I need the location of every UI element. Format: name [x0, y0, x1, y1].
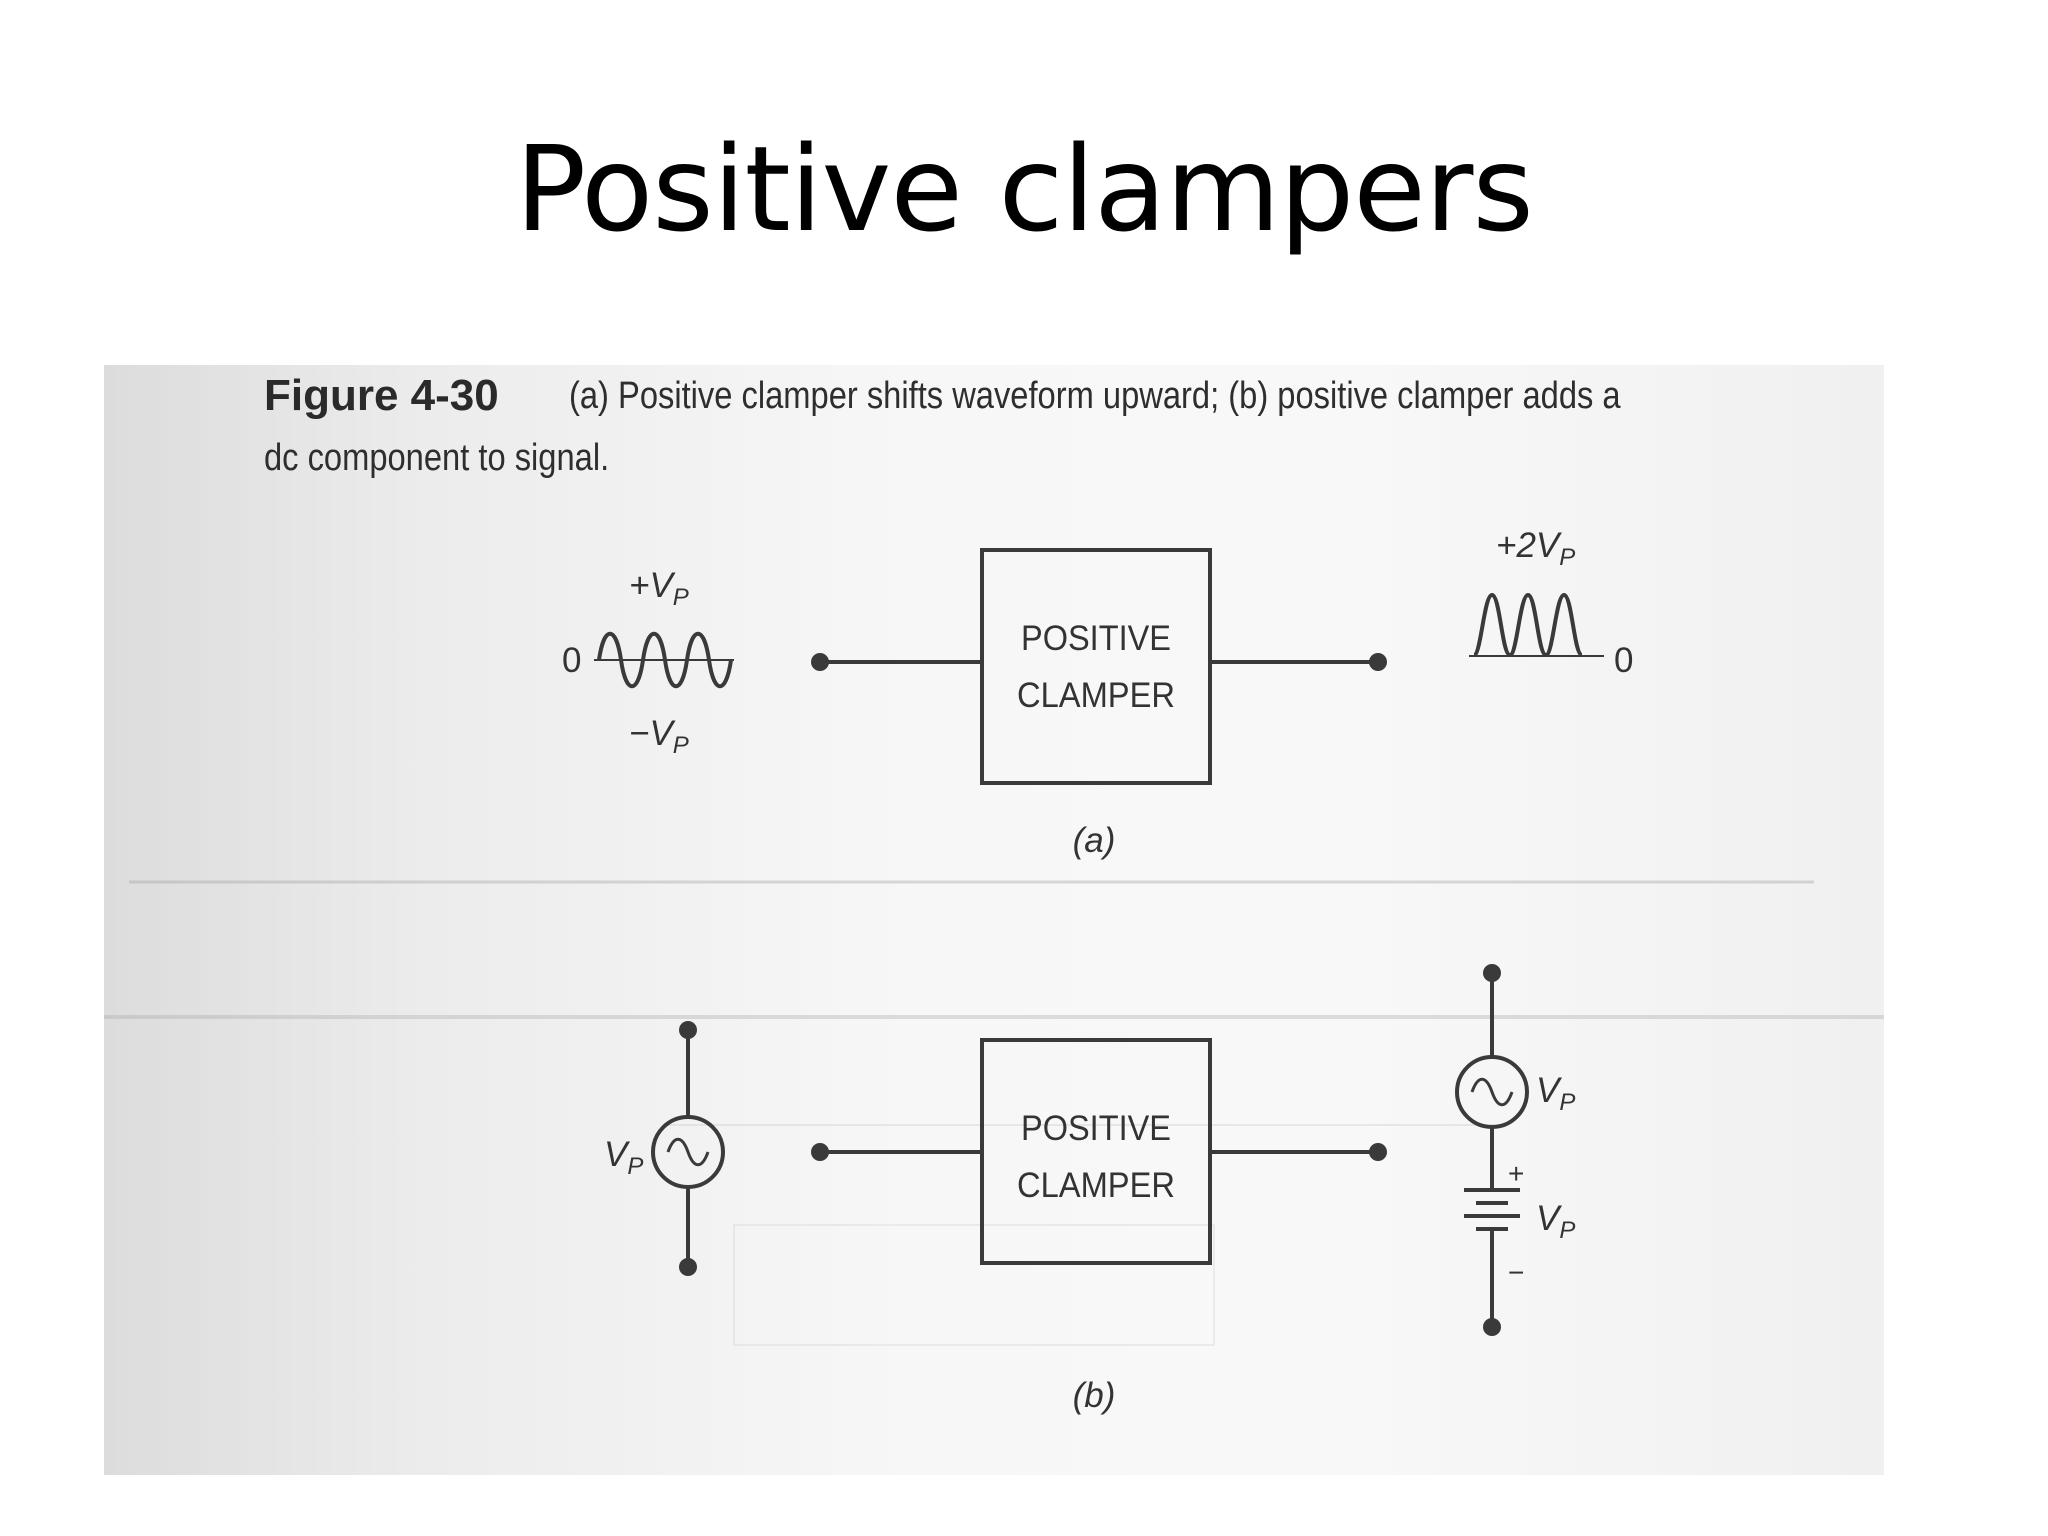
- output-peak-label: +2VP: [1496, 526, 1575, 571]
- sine-icon: [666, 1137, 710, 1167]
- dc-battery: [1464, 1188, 1520, 1231]
- input-terminal-a: [811, 653, 829, 671]
- input-zero-label: 0: [562, 641, 581, 680]
- ac-source-label: VP: [1536, 1071, 1575, 1116]
- input-trough-label: −VP: [629, 714, 689, 759]
- sine-icon: [1470, 1077, 1514, 1107]
- input-peak-label: +VP: [629, 566, 689, 611]
- panel-a-caption: (a): [1073, 821, 1116, 860]
- block-a-line2: CLAMPER: [1017, 676, 1175, 715]
- output-terminal-a: [1369, 653, 1387, 671]
- clamper-block-a: [980, 548, 1212, 785]
- input-terminal-b: [811, 1143, 829, 1161]
- left-source-label: VP: [604, 1135, 643, 1180]
- slide-title: Positive clampers: [515, 120, 1534, 258]
- block-b-line1: POSITIVE: [1021, 1109, 1171, 1148]
- clamper-diagram: POSITIVE CLAMPER +VP −VP 0 +2VP 0 (a): [104, 526, 1884, 1415]
- figure-caption-line2: dc component to signal.: [264, 437, 610, 479]
- panel-a: [594, 548, 1604, 785]
- bleed-through: [104, 880, 1884, 1346]
- battery-minus: −: [1508, 1257, 1524, 1288]
- dc-source-label: VP: [1536, 1199, 1575, 1244]
- panel-b-labels: POSITIVE CLAMPER VP VP VP + − (b): [604, 1071, 1575, 1415]
- input-sine-wave: [594, 631, 734, 689]
- battery-plus: +: [1508, 1158, 1524, 1189]
- figure-caption-line1: (a) Positive clamper shifts waveform upw…: [569, 375, 1621, 417]
- output-shifted-wave: [1469, 592, 1604, 658]
- figure-number: Figure 4-30: [264, 371, 499, 420]
- output-zero-label: 0: [1614, 641, 1633, 680]
- panel-b-caption: (b): [1073, 1376, 1116, 1415]
- textbook-scan: Figure 4-30 (a) Positive clamper shifts …: [104, 365, 1884, 1475]
- block-b-line2: CLAMPER: [1017, 1166, 1175, 1205]
- output-terminal-b: [1369, 1143, 1387, 1161]
- block-a-line1: POSITIVE: [1021, 619, 1171, 658]
- panel-b: [651, 964, 1529, 1336]
- clamper-block-b: [980, 1038, 1212, 1265]
- panel-a-labels: POSITIVE CLAMPER +VP −VP 0 +2VP 0 (a): [562, 526, 1633, 860]
